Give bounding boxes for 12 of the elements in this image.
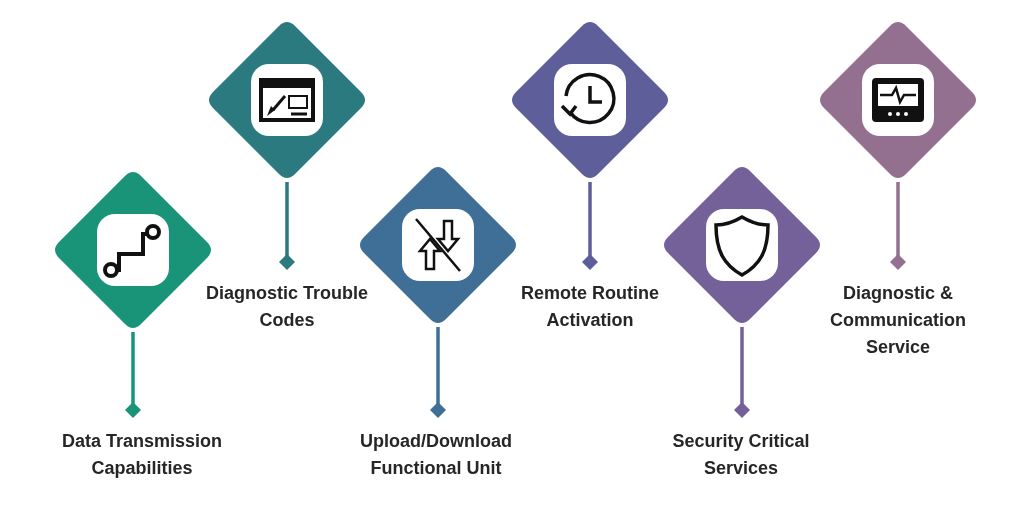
stem-connector (430, 327, 446, 418)
stem-connector (582, 182, 598, 270)
stem-connector (890, 182, 906, 270)
stem-connector (734, 327, 750, 418)
item-label: Upload/Download Functional Unit (359, 430, 513, 480)
item-label: Security Critical Services (671, 430, 811, 480)
stem-connector (279, 182, 295, 270)
item-label: Remote Routine Activation (520, 282, 660, 332)
stem-connector (125, 332, 141, 418)
item-label: Data Transmission Capabilities (60, 430, 224, 480)
item-label: Diagnostic & Communication Service (829, 282, 967, 359)
item-label: Diagnostic Trouble Codes (205, 282, 369, 332)
